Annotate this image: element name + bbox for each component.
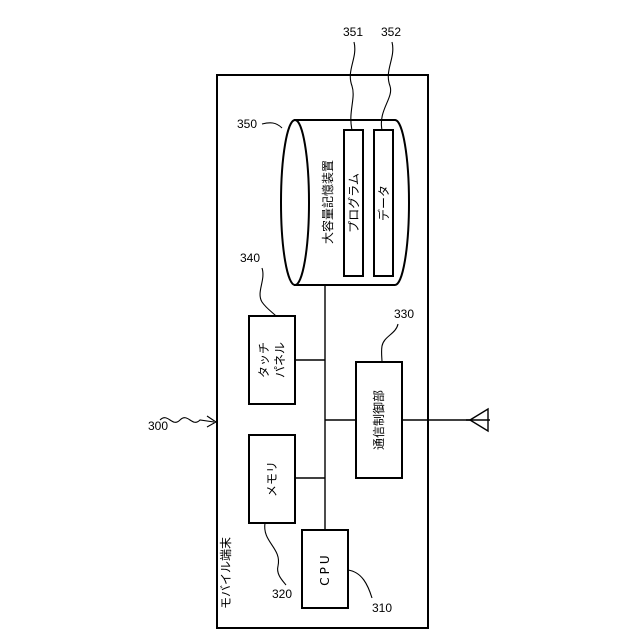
device-ref-leader: [160, 418, 214, 423]
antenna-icon: [466, 409, 490, 431]
touch-panel-label-line1: タッチ: [257, 342, 271, 378]
touch-panel-ref: 340: [240, 251, 260, 265]
comm-control-label: 通信制御部: [371, 390, 386, 450]
memory-ref: 320: [272, 587, 292, 601]
device-ref: 300: [148, 419, 168, 433]
cpu-ref: 310: [372, 601, 392, 615]
data-label: データ: [376, 185, 391, 221]
cpu-label: CPU: [318, 552, 332, 585]
touch-panel-label-line2: パネル: [273, 342, 287, 378]
memory-label: メモリ: [265, 461, 279, 497]
data-ref: 352: [381, 25, 401, 39]
storage-label: 大容量記憶装置: [320, 160, 335, 244]
touch-panel-box: [249, 316, 295, 404]
storage-ref: 350: [237, 117, 257, 131]
comm-control-ref: 330: [394, 307, 414, 321]
program-ref: 351: [343, 25, 363, 39]
device-title: モバイル端末: [219, 537, 233, 609]
program-label: プログラム: [347, 173, 361, 233]
